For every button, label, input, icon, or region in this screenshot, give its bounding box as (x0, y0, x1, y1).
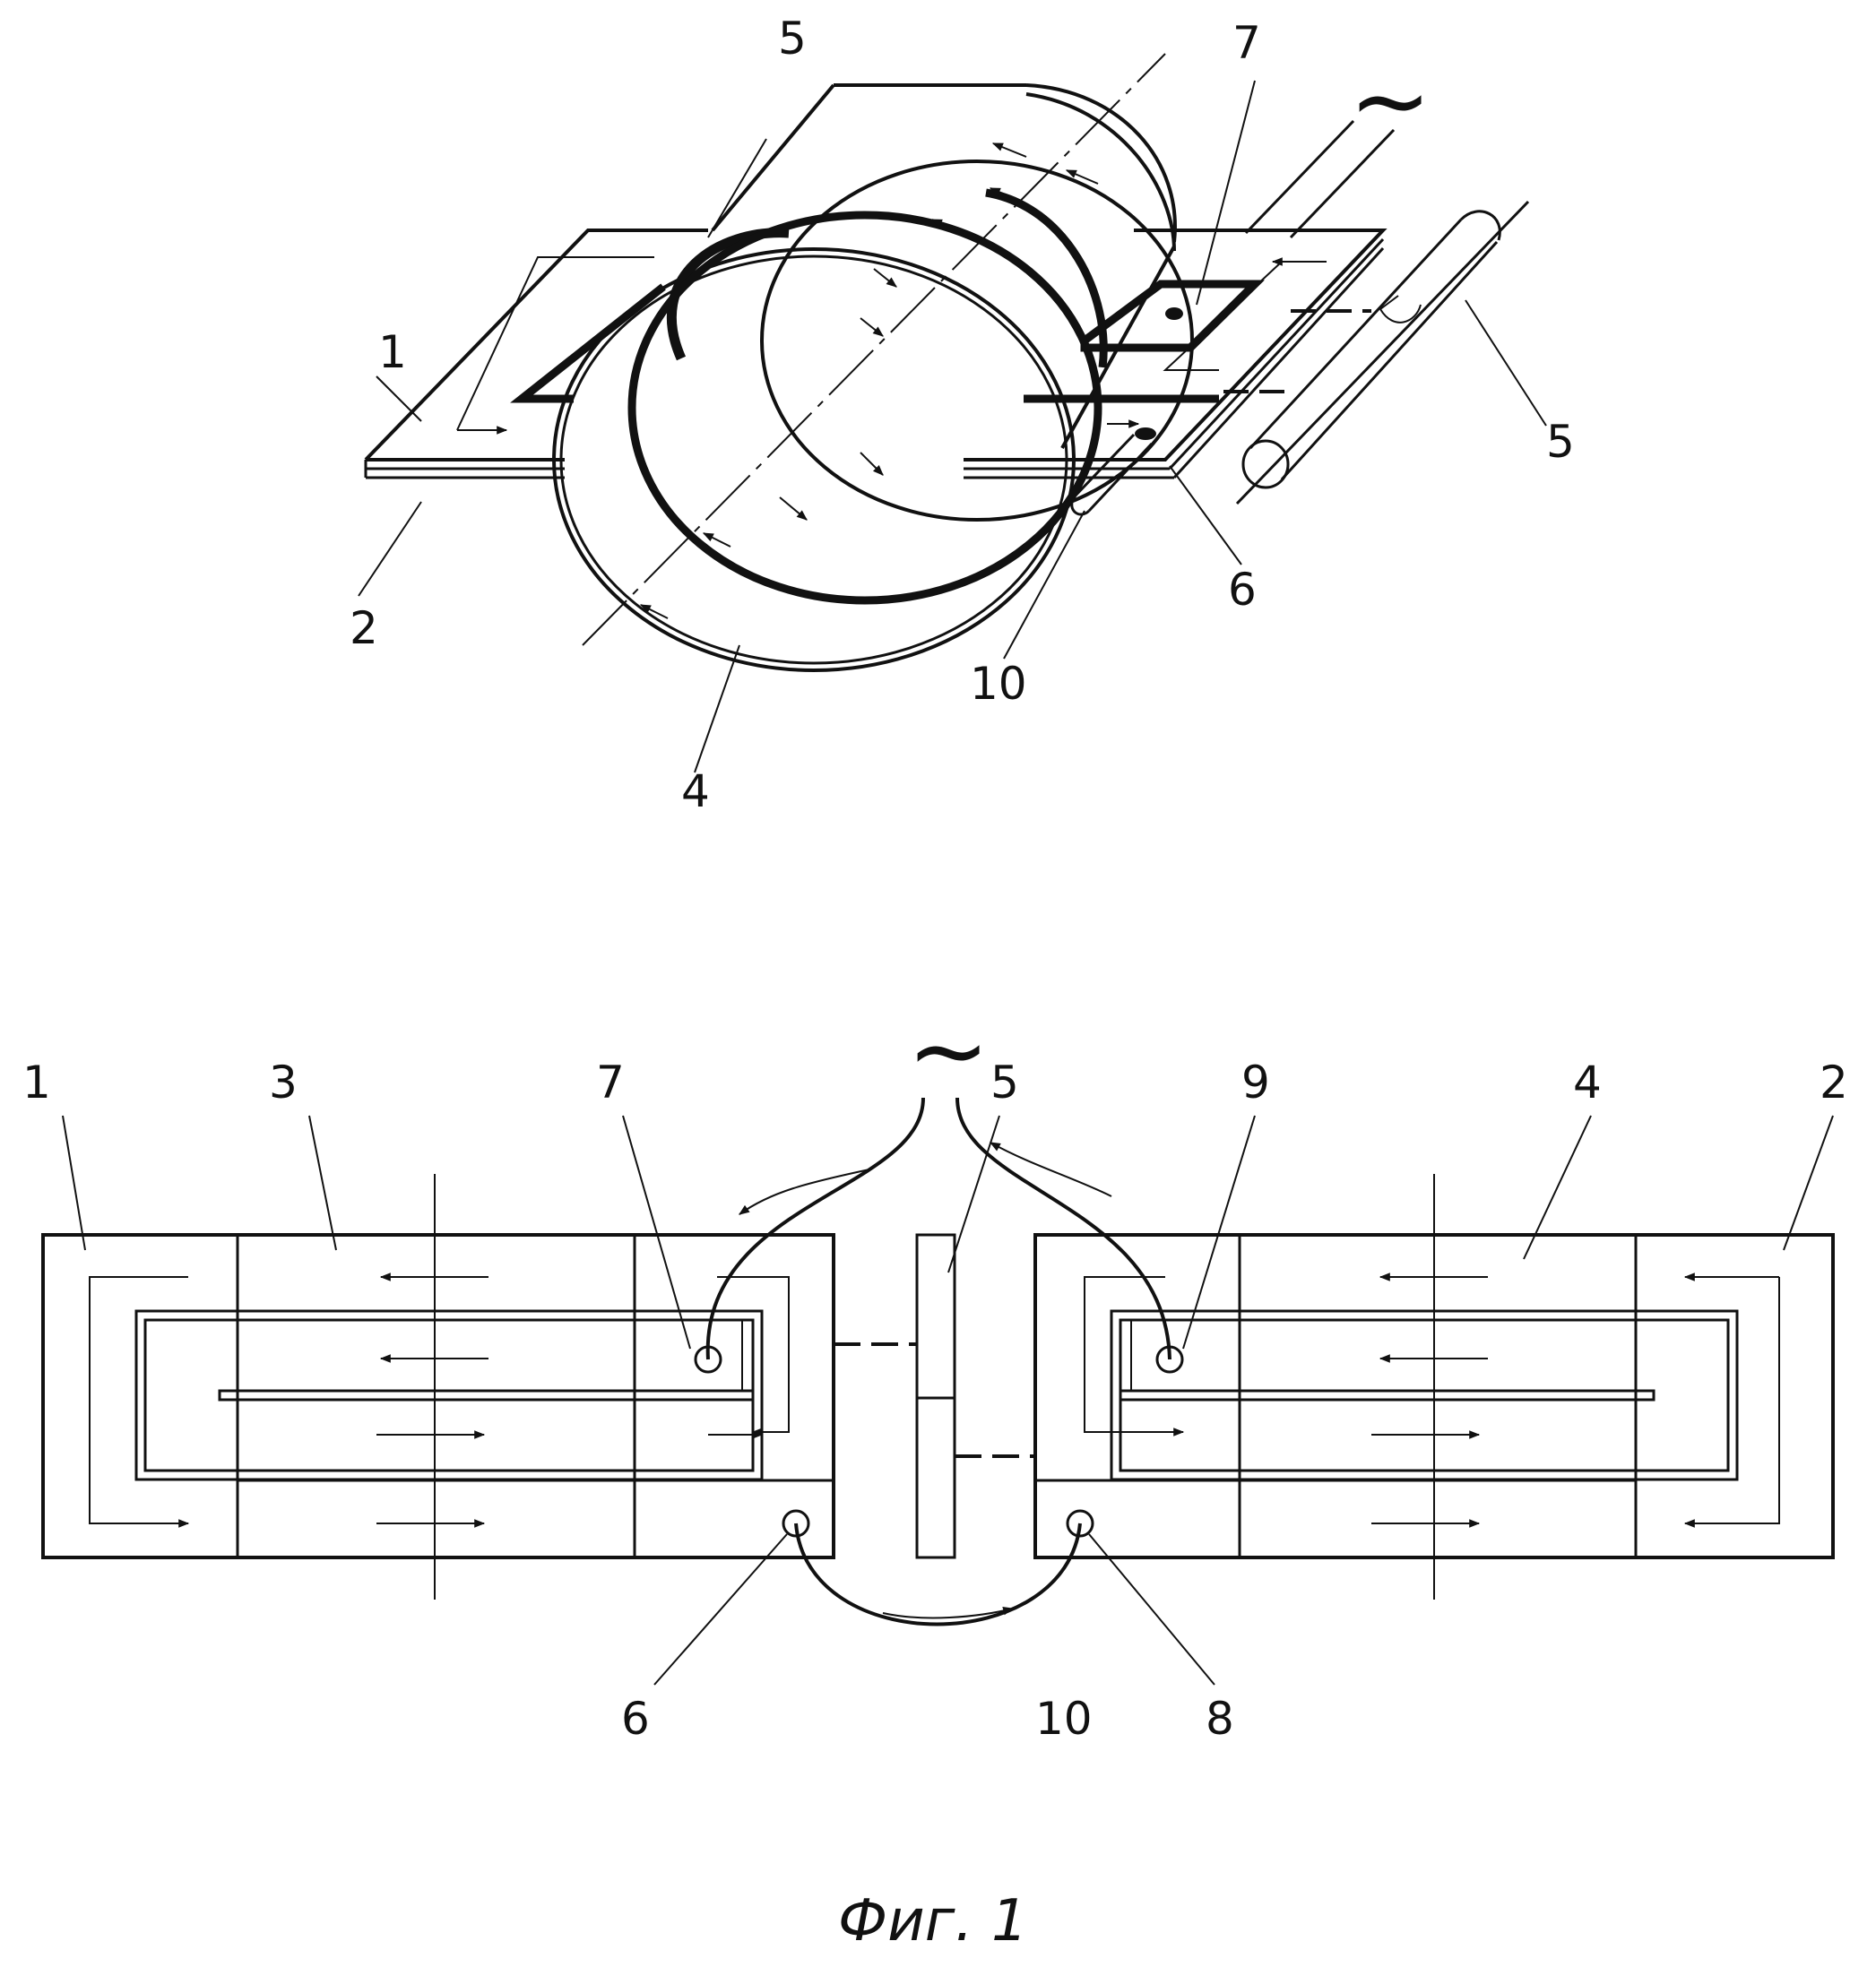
left-plate (366, 230, 708, 478)
figure-caption: Фиг. 1 (838, 1888, 1028, 1954)
ac-symbol-top: ~ (1349, 43, 1431, 158)
central-conductor-5 (834, 1235, 1035, 1557)
plan-label-5: 5 (990, 1057, 1019, 1109)
bridge-10 (796, 1523, 1080, 1625)
cylinder (554, 54, 1192, 670)
label-2: 2 (350, 602, 378, 654)
left-assembly (43, 1174, 834, 1600)
label-7: 7 (1232, 17, 1261, 69)
plan-label-9: 9 (1241, 1057, 1270, 1109)
conductor-5 (1237, 202, 1528, 504)
plan-label-2: 2 (1820, 1057, 1848, 1109)
bottom-plan-view: ~ 1 3 7 5 9 4 2 6 10 8 (22, 993, 1848, 1745)
label-6: 6 (1228, 564, 1257, 616)
plan-label-6: 6 (621, 1693, 650, 1745)
plan-label-8: 8 (1206, 1693, 1234, 1745)
label-1: 1 (378, 326, 407, 378)
plan-label-7: 7 (596, 1057, 625, 1109)
label-5: 5 (1546, 416, 1575, 468)
plan-label-4: 4 (1573, 1057, 1602, 1109)
label-10: 10 (970, 658, 1027, 710)
ac-lead-1 (1246, 121, 1353, 233)
label-3: 5 (778, 13, 807, 65)
terminal-7-dot (1165, 307, 1183, 320)
plan-label-10: 10 (1035, 1693, 1093, 1745)
ac-symbol-bottom: ~ (907, 993, 990, 1108)
plan-label-1: 1 (22, 1057, 51, 1109)
label-4: 4 (681, 765, 710, 817)
terminal-6-dot (1135, 427, 1156, 440)
right-assembly (1035, 1174, 1833, 1600)
plan-label-3: 3 (269, 1057, 298, 1109)
top-isometric-view: 5 1 2 4 7 ~ 5 6 10 (350, 13, 1575, 817)
